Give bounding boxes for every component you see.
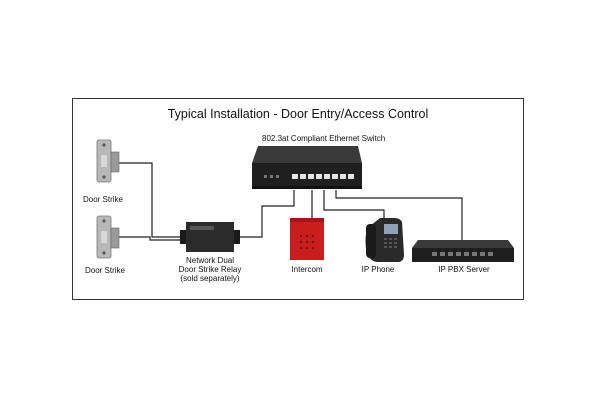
ip-phone-icon bbox=[365, 218, 404, 262]
pbx-label: IP PBX Server bbox=[438, 265, 490, 274]
connection-wires bbox=[118, 162, 463, 241]
door-strike-icon bbox=[96, 215, 120, 259]
intercom-icon bbox=[290, 218, 324, 260]
relay-label: Network Dual Door Strike Relay (sold sep… bbox=[178, 256, 242, 283]
switch-label: 802.3at Compliant Ethernet Switch bbox=[262, 134, 386, 143]
relay-label-line2: Door Strike Relay bbox=[178, 265, 242, 274]
door-strike-bottom-label: Door Strike bbox=[84, 266, 125, 275]
wire-top-strike-to-relay bbox=[118, 162, 184, 238]
door-strike-icon bbox=[96, 139, 120, 183]
diagram-frame bbox=[72, 98, 524, 300]
diagram-title: Typical Installation - Door Entry/Access… bbox=[167, 107, 429, 121]
wire-relay-to-switch bbox=[236, 190, 295, 238]
relay-label-line3: (sold separately) bbox=[180, 274, 240, 283]
wire-switch-to-phone bbox=[323, 190, 385, 222]
wire-bottom-strike-to-relay bbox=[118, 236, 184, 241]
intercom-label: Intercom bbox=[291, 265, 323, 274]
ethernet-switch-icon bbox=[252, 146, 362, 189]
relay-box-icon bbox=[180, 222, 240, 252]
pbx-server-icon bbox=[412, 240, 514, 262]
ip-phone-label: IP Phone bbox=[361, 265, 395, 274]
door-strike-top-label: Door Strike bbox=[82, 195, 123, 204]
wire-switch-to-pbx bbox=[335, 190, 463, 240]
relay-label-line1: Network Dual bbox=[185, 256, 234, 265]
